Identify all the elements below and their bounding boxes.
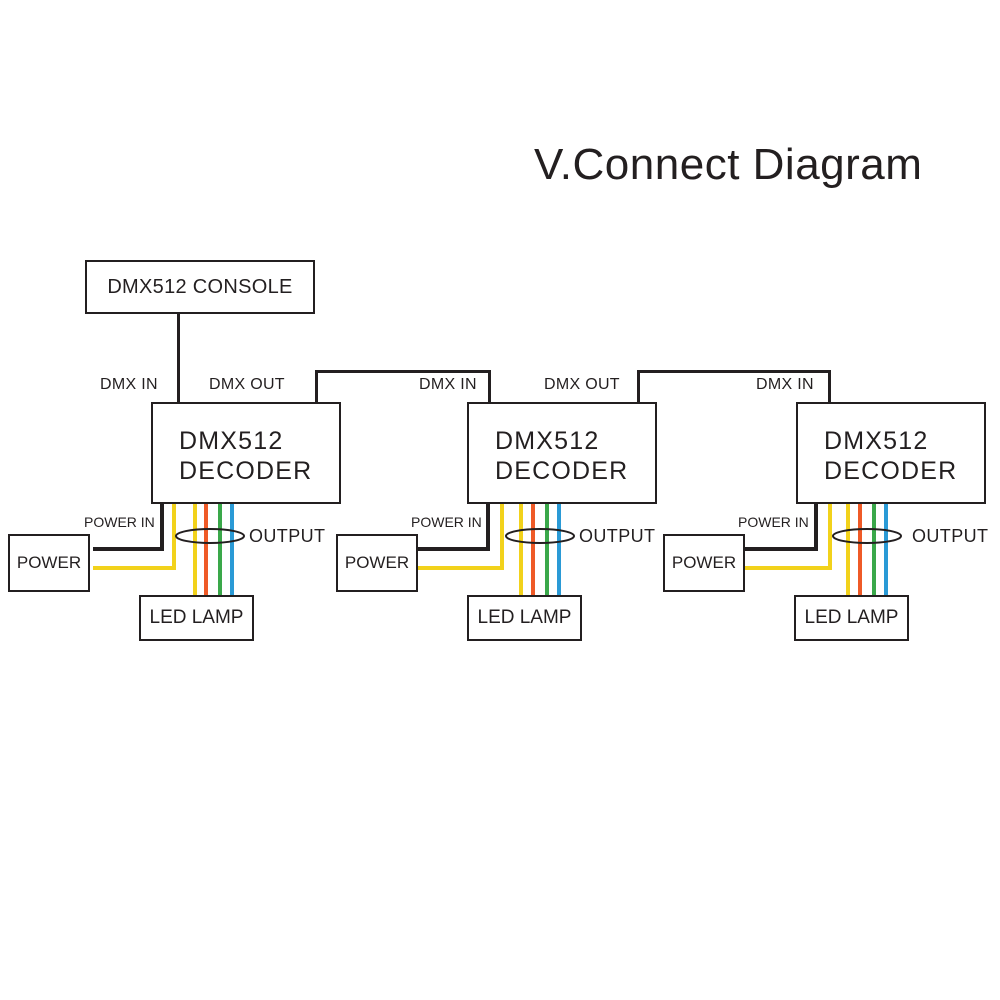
decoder-2-to-3-line bbox=[637, 370, 831, 373]
unit-1-output-label: OUTPUT bbox=[249, 526, 326, 546]
power-box-2: POWER bbox=[336, 534, 418, 592]
unit-2-output-label: OUTPUT bbox=[579, 526, 656, 546]
led-lamp-3-label: LED LAMP bbox=[804, 607, 899, 628]
led-lamp-box-2: LED LAMP bbox=[467, 595, 582, 641]
unit-1-output-bundle-ring bbox=[175, 528, 245, 544]
led-lamp-1-label: LED LAMP bbox=[149, 607, 244, 628]
unit-2-output-bundle-ring bbox=[505, 528, 575, 544]
decoder-1-subtitle: DECODER bbox=[179, 457, 313, 485]
decoder-1-to-2-line bbox=[315, 370, 491, 373]
decoder-3-box: DMX512 DECODER bbox=[796, 402, 986, 504]
unit-2-power-yellow-wire bbox=[418, 503, 504, 570]
decoder-3-subtitle: DECODER bbox=[824, 457, 958, 485]
console-to-decoder-1-line bbox=[177, 314, 180, 403]
unit-3-power-in-label: POWER IN bbox=[738, 514, 809, 530]
decoder-2-dmx-in-label: DMX IN bbox=[419, 376, 477, 393]
power-1-label: POWER bbox=[16, 553, 82, 572]
led-lamp-box-1: LED LAMP bbox=[139, 595, 254, 641]
unit-3-power-yellow-wire bbox=[745, 503, 832, 570]
unit-1-power-yellow-wire bbox=[93, 503, 176, 570]
decoder-2-dmx-out-label: DMX OUT bbox=[544, 376, 620, 393]
power-box-3: POWER bbox=[663, 534, 745, 592]
unit-1-power-black-wire bbox=[93, 503, 164, 551]
decoder-2-subtitle: DECODER bbox=[495, 457, 629, 485]
unit-3-output-label: OUTPUT bbox=[912, 526, 989, 546]
unit-1-power-in-label: POWER IN bbox=[84, 514, 155, 530]
decoder-3-dmx-in-label: DMX IN bbox=[756, 376, 814, 393]
decoder-3-in-riser bbox=[828, 370, 831, 403]
decoder-2-in-riser bbox=[488, 370, 491, 403]
decoder-1-box: DMX512 DECODER bbox=[151, 402, 341, 504]
decoder-1-out-riser bbox=[315, 370, 318, 403]
decoder-1-title: DMX512 bbox=[179, 427, 284, 455]
led-lamp-2-label: LED LAMP bbox=[477, 607, 572, 628]
led-lamp-box-3: LED LAMP bbox=[794, 595, 909, 641]
decoder-2-out-riser bbox=[637, 370, 640, 403]
decoder-2-box: DMX512 DECODER bbox=[467, 402, 657, 504]
diagram-title: V.Connect Diagram bbox=[534, 140, 923, 189]
decoder-1-dmx-in-label: DMX IN bbox=[100, 376, 158, 393]
decoder-3-title: DMX512 bbox=[824, 427, 929, 455]
decoder-1-dmx-out-label: DMX OUT bbox=[209, 376, 285, 393]
dmx512-console-box: DMX512 CONSOLE bbox=[85, 260, 315, 314]
unit-2-power-in-label: POWER IN bbox=[411, 514, 482, 530]
power-3-label: POWER bbox=[671, 553, 737, 572]
unit-2-power-black-wire bbox=[418, 503, 490, 551]
power-2-label: POWER bbox=[344, 553, 410, 572]
unit-3-output-bundle-ring bbox=[832, 528, 902, 544]
unit-3-power-black-wire bbox=[745, 503, 818, 551]
power-box-1: POWER bbox=[8, 534, 90, 592]
decoder-2-title: DMX512 bbox=[495, 427, 600, 455]
console-label: DMX512 CONSOLE bbox=[107, 275, 293, 298]
